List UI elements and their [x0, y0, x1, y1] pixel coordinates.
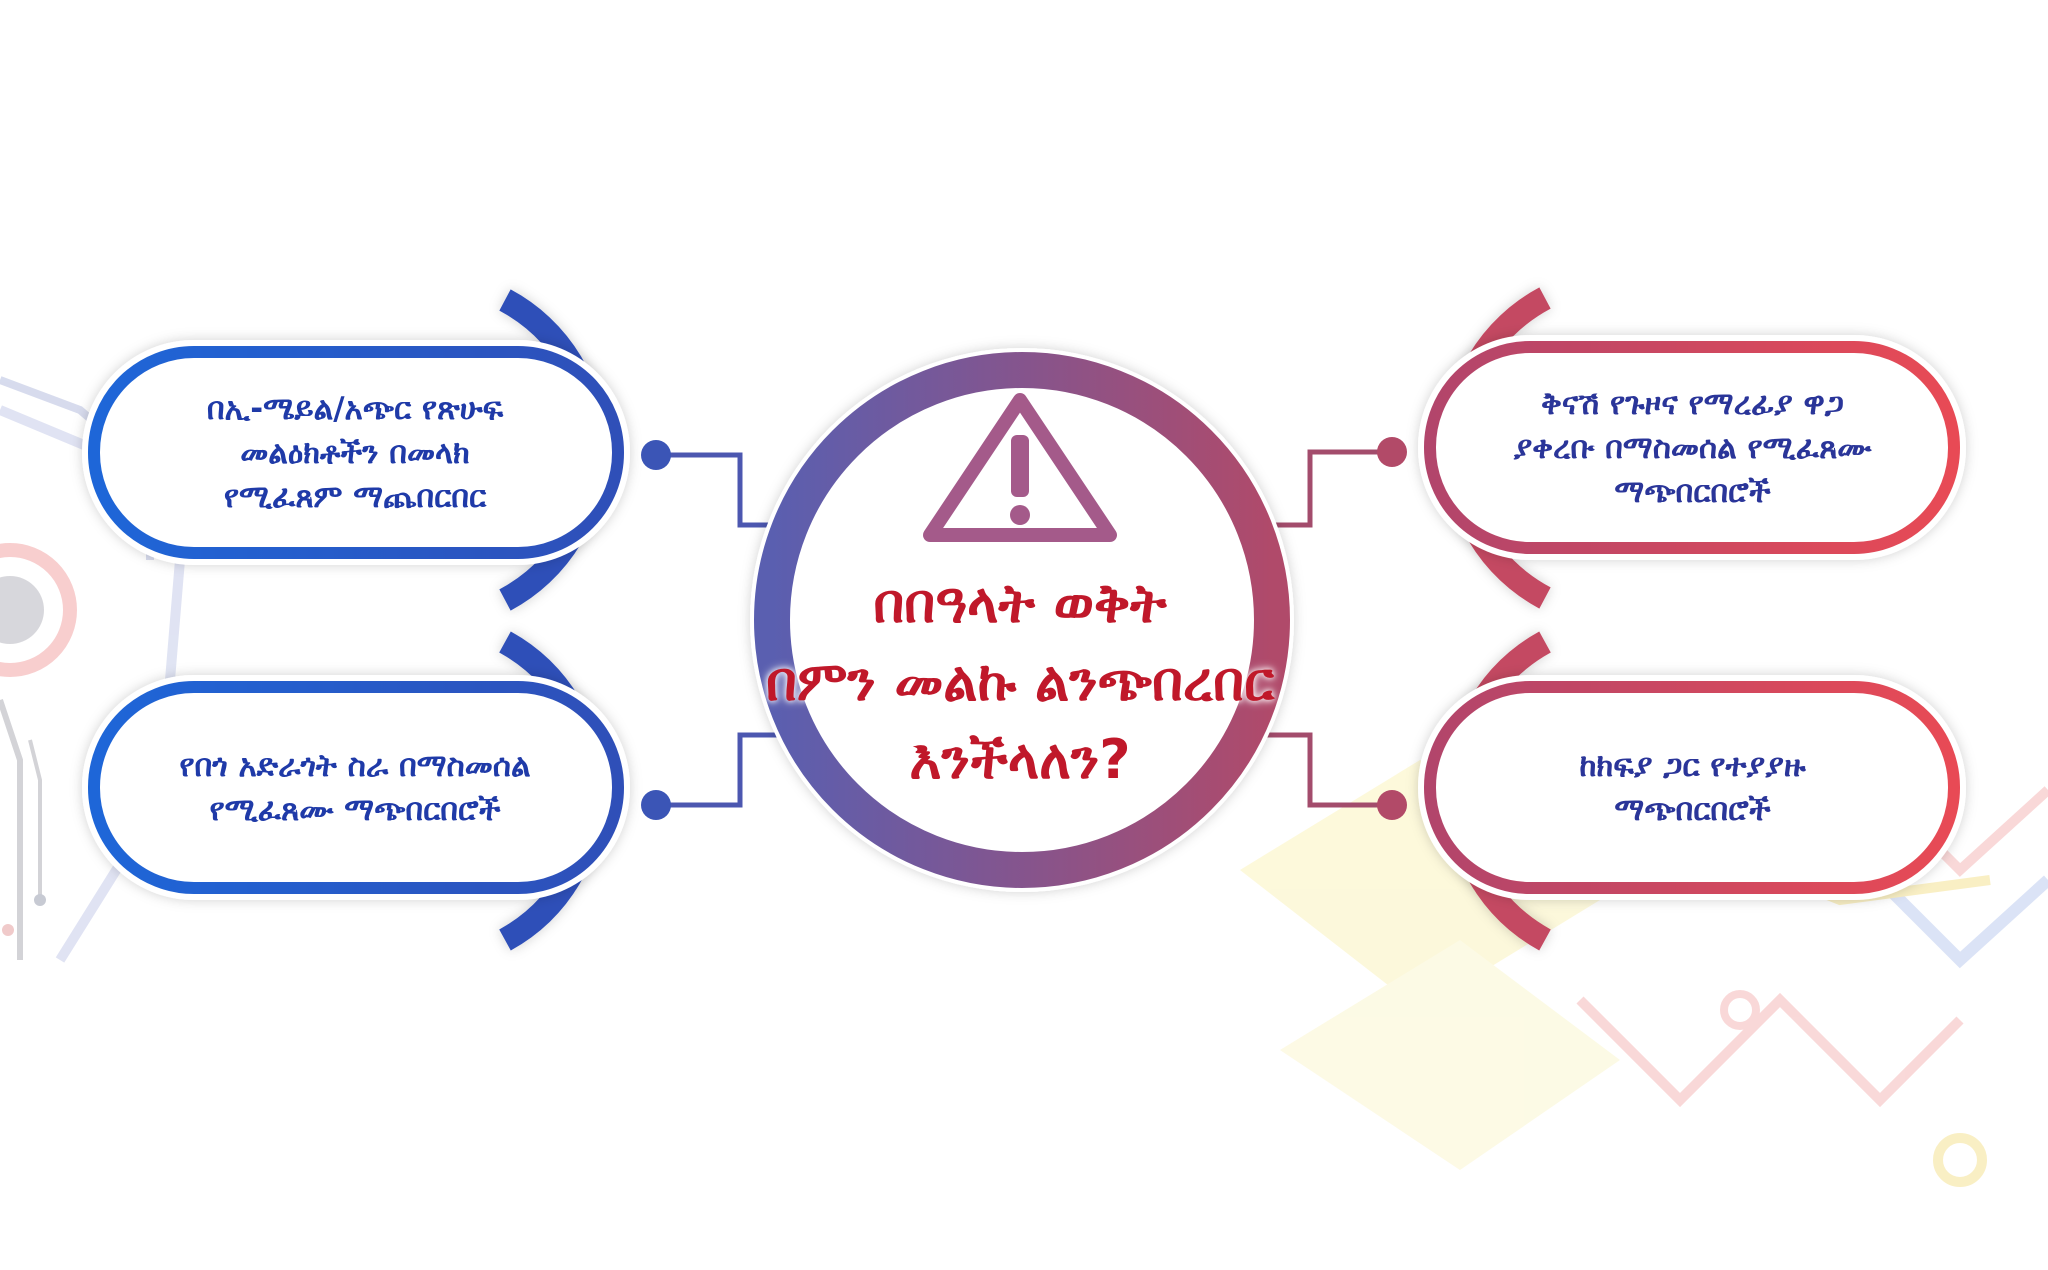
pill-bottom-left-text: የበጎ አድራጎት ስራ በማስመሰል የሚፈጸሙ ማጭበርበሮች: [105, 695, 605, 880]
pill-bottom-right-text: ከክፍያ ጋር የተያያዙ ማጭበርበሮች: [1445, 695, 1940, 880]
pill-top-left-line-1: በኢ-ሜይል/አጭር የጽሁፍ: [206, 390, 504, 427]
title-line-1: በበዓላት ወቅት: [873, 572, 1167, 635]
pill-top-left-text: በኢ-ሜይል/አጭር የጽሁፍ መልዕክቶችን በመላክ የሚፈጸም ማጨበርበ…: [110, 360, 600, 545]
warning-triangle-icon: [923, 393, 1117, 542]
pill-top-right-shape: [1418, 287, 1966, 609]
pill-top-left-line-2: መልዕክቶችን በመላክ: [240, 434, 470, 471]
pill-bottom-right-shape: [1418, 631, 1966, 951]
pill-top-right-text: ቅናሽ የጉዞና የማረፊያ ዋጋ ያቀረቡ በማስመሰል የሚፈጸሙ ማጭበር…: [1445, 355, 1940, 540]
center-ring: [750, 348, 1294, 892]
title-line-2: በምን መልኩ ልንጭበረበር: [766, 650, 1274, 713]
pill-top-left-line-3: የሚፈጸም ማጨበርበር: [223, 478, 487, 515]
pill-top-right-line-2: ያቀረቡ በማስመሰል የሚፈጸሙ: [1513, 429, 1872, 466]
pill-bottom-left-shape: [82, 631, 630, 951]
pill-bottom-right-line-1: ከክፍያ ጋር የተያያዙ: [1579, 747, 1806, 784]
pill-bottom-left-line-1: የበጎ አድራጎት ስራ በማስመሰል: [179, 747, 531, 784]
pill-top-right-line-1: ቅናሽ የጉዞና የማረፊያ ዋጋ: [1541, 385, 1844, 422]
pill-bottom-left-line-2: የሚፈጸሙ ማጭበርበሮች: [209, 791, 501, 828]
pill-top-left-shape: [82, 289, 630, 611]
pill-bottom-right-line-2: ማጭበርበሮች: [1614, 791, 1771, 828]
pill-top-right-line-3: ማጭበርበሮች: [1614, 473, 1771, 510]
center-title: በበዓላት ወቅት በምን መልኩ ልንጭበረበር እንችላለን?: [660, 565, 1380, 799]
title-line-3: እንችላለን?: [909, 728, 1131, 791]
connector-lines: [641, 437, 1407, 820]
